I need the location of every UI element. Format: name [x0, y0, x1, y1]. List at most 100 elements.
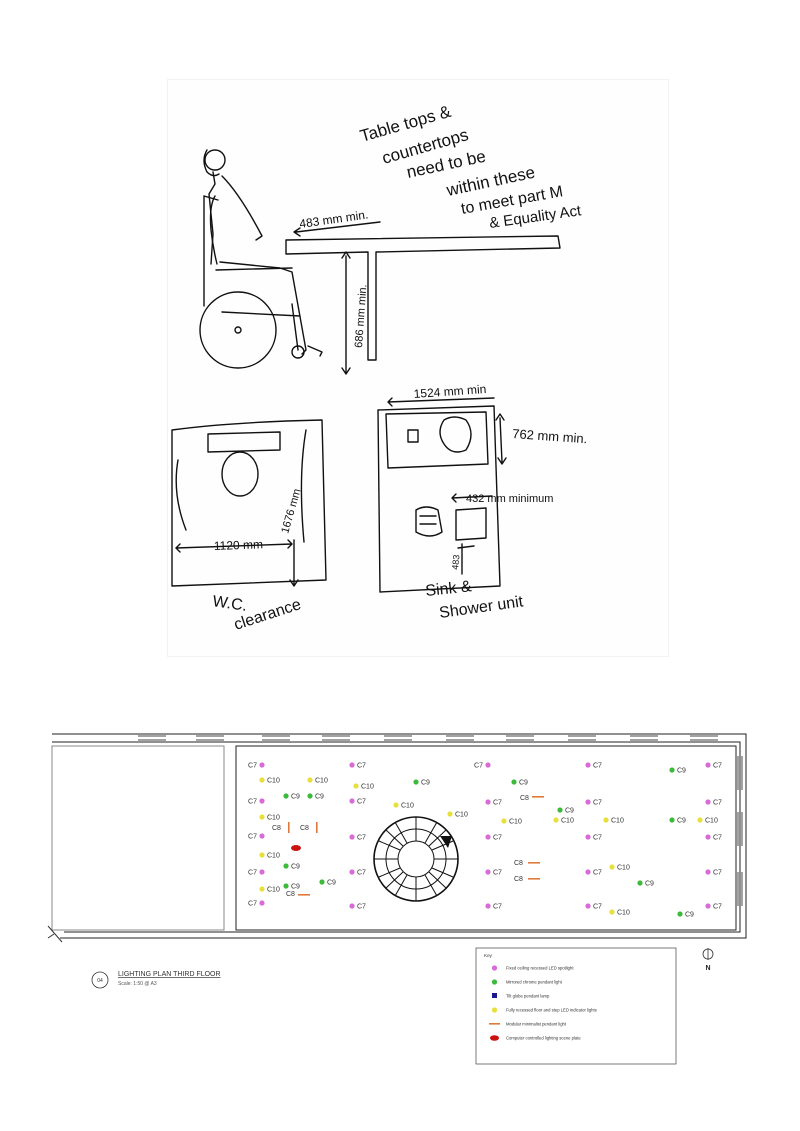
- spotlight-icon: [259, 833, 265, 839]
- linear-pendant-icon: [528, 862, 540, 864]
- dim-bath-depth: 762 mm min.: [512, 426, 588, 446]
- shower-unit-sketch: [377, 397, 507, 593]
- key-title: Key: [484, 953, 493, 958]
- stair-direction-arrow: [440, 836, 452, 848]
- pendant-light-icon: [283, 883, 289, 889]
- c10-label: C10: [315, 777, 328, 784]
- spotlight-icon: [485, 834, 491, 840]
- c8-label: C8: [272, 825, 281, 832]
- spotlight-icon: [585, 869, 591, 875]
- linear-pendant-icon: [489, 1023, 500, 1025]
- key-item-label: Computer controlled lighting scene plate: [506, 1036, 581, 1041]
- spotlight-icon: [705, 903, 711, 909]
- c10-label: C10: [705, 817, 718, 824]
- spotlight-icon: [585, 799, 591, 805]
- spotlight-icon: [585, 762, 591, 768]
- caption-shower-line-2: Shower unit: [438, 593, 525, 622]
- pendant-light-icon: [669, 767, 675, 773]
- c10-label: C10: [611, 817, 624, 824]
- spotlight-icon: [491, 965, 498, 971]
- c7-label: C7: [493, 903, 502, 910]
- c9-label: C9: [291, 883, 300, 890]
- drawing-number-circle: [91, 971, 109, 989]
- linear-pendant-icon: [532, 796, 544, 798]
- spotlight-icon: [485, 799, 491, 805]
- c10-label: C10: [401, 802, 414, 809]
- c10-label: C10: [267, 814, 280, 821]
- pendant-light-icon: [319, 879, 325, 885]
- key-item-label: Tilt globe pendant lamp: [506, 994, 550, 999]
- scene-plate-icon: [291, 845, 301, 851]
- pendant-light-icon: [557, 807, 563, 813]
- linear-pendant-icon: [288, 822, 290, 833]
- c10-label: C10: [267, 852, 280, 859]
- c7-label: C7: [357, 903, 366, 910]
- step-light-icon: [697, 817, 703, 823]
- c9-label: C9: [677, 817, 686, 824]
- spotlight-icon: [259, 869, 265, 875]
- spotlight-icon: [259, 798, 265, 804]
- spotlight-icon: [349, 798, 355, 804]
- north-arrow: N: [702, 948, 714, 972]
- c7-label: C7: [248, 798, 257, 805]
- pendant-light-icon: [511, 779, 517, 785]
- c7-label: C7: [248, 833, 257, 840]
- step-light-icon: [491, 1007, 498, 1013]
- key-item-label: Fully recessed floor and step LED indica…: [506, 1008, 597, 1013]
- key-item-label: Mirrored chrome pendant light: [506, 980, 563, 985]
- c10-label: C10: [455, 811, 468, 818]
- c9-label: C9: [685, 911, 694, 918]
- spotlight-icon: [485, 903, 491, 909]
- step-light-icon: [259, 852, 265, 858]
- dim-table-height: 686 mm min.: [353, 284, 369, 348]
- c7-label: C7: [474, 762, 483, 769]
- caption-wc-line-1: W.C.: [211, 593, 248, 615]
- pendant-light-icon: [307, 793, 313, 799]
- c8-label: C8: [300, 825, 309, 832]
- spotlight-icon: [705, 869, 711, 875]
- spotlight-icon: [705, 799, 711, 805]
- step-light-icon: [553, 817, 559, 823]
- c10-label: C10: [267, 777, 280, 784]
- pendant-light-icon: [637, 880, 643, 886]
- step-light-icon: [609, 864, 615, 870]
- spotlight-icon: [585, 903, 591, 909]
- c7-label: C7: [493, 869, 502, 876]
- plan-room-right: [235, 745, 737, 931]
- plan-outer-wall: [52, 733, 747, 939]
- c9-label: C9: [327, 879, 336, 886]
- spotlight-icon: [585, 834, 591, 840]
- plan-scale: Scale: 1:50 @ A3: [118, 981, 157, 987]
- c7-label: C7: [357, 869, 366, 876]
- north-label: N: [705, 965, 710, 972]
- plan-room-left: [51, 745, 225, 931]
- c7-label: C7: [713, 903, 722, 910]
- spiral-staircase: [373, 816, 459, 902]
- c10-label: C10: [561, 817, 574, 824]
- pendant-light-icon: [669, 817, 675, 823]
- c7-label: C7: [593, 834, 602, 841]
- c8-label: C8: [520, 795, 529, 802]
- table-sketch: [285, 221, 561, 375]
- linear-pendant-icon: [528, 878, 540, 880]
- step-light-icon: [609, 909, 615, 915]
- spotlight-icon: [349, 834, 355, 840]
- spotlight-icon: [349, 762, 355, 768]
- c8-label: C8: [514, 860, 523, 867]
- plan-caption: 04 LIGHTING PLAN THIRD FLOOR Scale: 1:50…: [91, 971, 221, 989]
- c7-label: C7: [713, 869, 722, 876]
- c10-label: C10: [617, 864, 630, 871]
- dim-wc-depth: 1676 mm: [279, 487, 303, 534]
- spotlight-icon: [485, 869, 491, 875]
- pendant-light-icon: [491, 979, 498, 985]
- step-light-icon: [259, 814, 265, 820]
- c9-label: C9: [291, 793, 300, 800]
- c7-label: C7: [248, 762, 257, 769]
- c7-label: C7: [713, 834, 722, 841]
- c7-label: C7: [713, 762, 722, 769]
- c7-label: C7: [357, 834, 366, 841]
- c7-label: C7: [357, 798, 366, 805]
- step-light-icon: [259, 886, 265, 892]
- caption-shower-line-1: Sink &: [425, 578, 473, 600]
- pendant-light-icon: [283, 793, 289, 799]
